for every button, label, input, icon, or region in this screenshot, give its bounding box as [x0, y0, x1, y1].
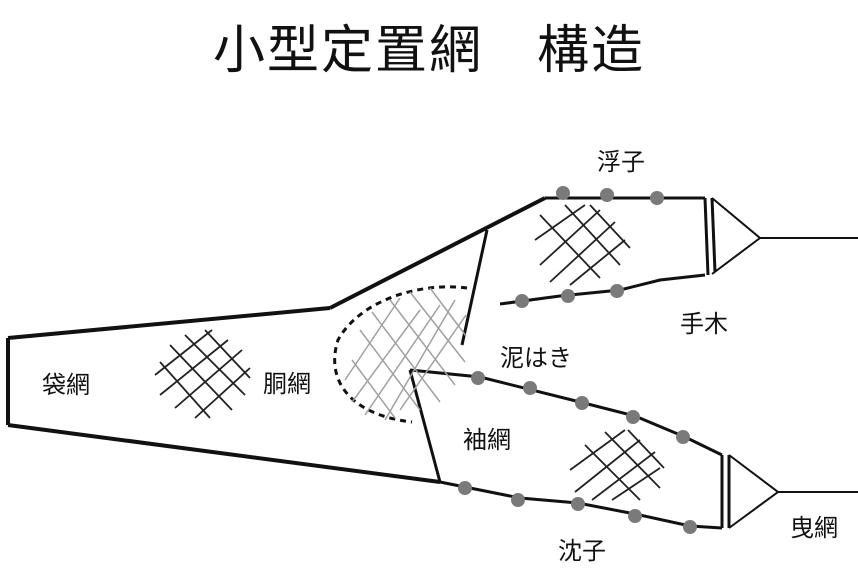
label-drag-net: 曳網 — [790, 514, 838, 542]
label-mud-spout: 泥はき — [500, 344, 572, 372]
sinkers — [458, 481, 697, 534]
label-floats: 浮子 — [597, 148, 645, 176]
floats — [471, 186, 690, 444]
bag-net-outline — [6, 196, 546, 484]
funnel-mesh — [344, 287, 467, 421]
label-hand-wood: 手木 — [680, 310, 728, 338]
sleeve-net-outline — [408, 368, 731, 530]
sleeve-net-mesh — [569, 429, 665, 501]
label-sleeve-net: 袖網 — [463, 426, 511, 454]
bag-net-mesh — [154, 329, 251, 419]
label-body-net: 胴網 — [263, 370, 311, 398]
upper-hand-wood — [711, 197, 858, 275]
lower-hand-wood — [728, 454, 858, 529]
label-sinkers: 沈子 — [558, 537, 606, 565]
upper-wing-mesh — [534, 204, 631, 286]
funnel-dashed-outline — [333, 285, 468, 424]
label-bag-net: 袋網 — [42, 371, 90, 399]
diagram-title: 小型定置網 構造 — [212, 21, 645, 81]
